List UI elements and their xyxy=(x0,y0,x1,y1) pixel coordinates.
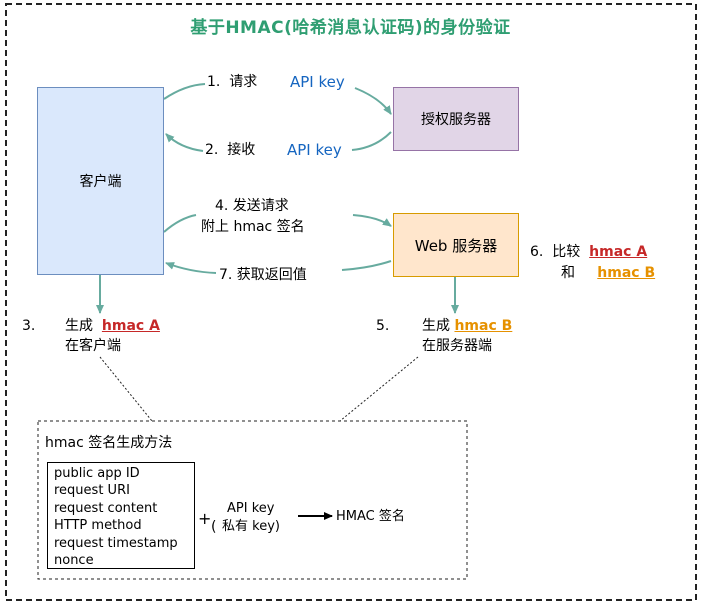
paren-open: ( xyxy=(211,519,217,535)
attribute-item: public app ID xyxy=(54,466,140,481)
link-hmac-b-method xyxy=(339,356,419,422)
step-3-sub: 在客户端 xyxy=(65,338,121,354)
arrow-send-request-head xyxy=(352,214,392,227)
step-1-label: 1. 请求 xyxy=(207,73,257,91)
step-6-text: 比较 xyxy=(552,244,581,260)
step-6-number: 6. xyxy=(530,244,544,260)
step-5-text: 生成 xyxy=(422,318,450,334)
step-6-label: 6. 比较 hmac A xyxy=(530,243,647,261)
arrow-receive-api-key xyxy=(351,131,392,151)
attribute-item: request timestamp xyxy=(54,535,178,551)
step-1-api-key: API key xyxy=(290,73,345,91)
attribute-item: request content xyxy=(54,500,158,516)
step-7-label: 7. 获取返回值 xyxy=(219,267,307,283)
step-2-label: 2. 接收 xyxy=(205,141,255,159)
step-3-hmac-a: hmac A xyxy=(101,318,160,334)
step-6-and: 和 xyxy=(561,265,575,281)
attribute-list: public app ID request URI request conten… xyxy=(47,462,195,569)
private-key-line-2: 私有 key) xyxy=(222,519,280,534)
client-node: 客户端 xyxy=(37,87,164,275)
outer-frame xyxy=(5,3,697,601)
step-1-text: 请求 xyxy=(229,74,258,90)
method-frame xyxy=(37,420,468,580)
step-1-number: 1. xyxy=(207,74,221,90)
arrow-receive-api-key-head xyxy=(165,133,204,152)
step-4-line-2: 附上 hmac 签名 xyxy=(201,219,305,235)
diagram-title: 基于HMAC(哈希消息认证码)的身份验证 xyxy=(190,18,511,38)
step-5-sub: 在服务器端 xyxy=(422,338,492,354)
method-title: hmac 签名生成方法 xyxy=(45,435,173,451)
private-key-line-1: API key xyxy=(227,501,275,516)
client-label: 客户端 xyxy=(79,174,122,190)
arrow-get-response xyxy=(341,260,392,271)
step-4-line-1: 4. 发送请求 xyxy=(215,198,289,214)
step-2-text: 接收 xyxy=(227,142,256,158)
step-6-hmac-a: hmac A xyxy=(589,244,648,260)
arrow-get-response-head xyxy=(165,262,217,274)
step-2-number: 2. xyxy=(205,142,219,158)
attribute-item: request URI xyxy=(54,483,130,499)
hmac-signature: HMAC 签名 xyxy=(336,509,405,524)
step-5-hmac-b: hmac B xyxy=(454,318,513,334)
link-hmac-a-method xyxy=(99,356,153,422)
step-3-label: 生成 hmac A xyxy=(65,317,160,335)
step-3-text: 生成 xyxy=(65,318,93,334)
attribute-item: HTTP method xyxy=(54,518,142,534)
step-6-hmac-b: hmac B xyxy=(597,265,656,281)
arrow-send-request xyxy=(163,214,197,233)
step-2-api-key: API key xyxy=(287,141,342,159)
auth-server-node: 授权服务器 xyxy=(393,87,519,151)
arrow-request-api-key-tail xyxy=(354,87,392,115)
auth-server-label: 授权服务器 xyxy=(421,112,491,128)
step-5-label: 生成 hmac B xyxy=(422,317,512,335)
web-server-node: Web 服务器 xyxy=(393,213,519,277)
attribute-item: nonce xyxy=(54,553,94,569)
arrow-request-api-key xyxy=(163,83,206,100)
step-5-number: 5. xyxy=(376,318,390,334)
web-server-label: Web 服务器 xyxy=(414,236,498,255)
step-3-number: 3. xyxy=(22,318,36,334)
step-6-and-line: 和 hmac B xyxy=(561,264,655,282)
plus-sign: + xyxy=(198,509,212,528)
